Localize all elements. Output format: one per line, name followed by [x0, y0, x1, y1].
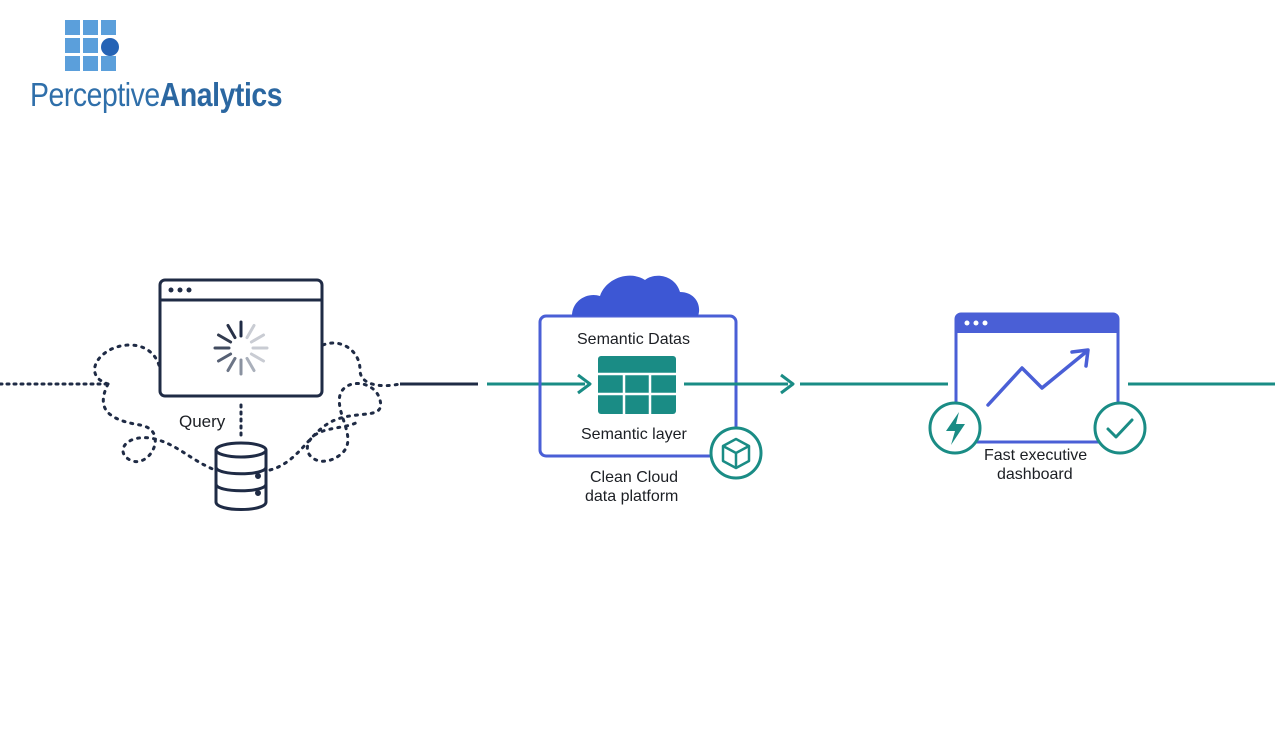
logo-text-light: Perceptive — [30, 76, 160, 113]
trend-up-icon — [986, 348, 1090, 407]
company-logo: PerceptiveAnalytics — [30, 18, 330, 118]
database-icon — [214, 441, 268, 511]
cube-badge-icon — [709, 426, 763, 480]
cloud-icon — [572, 275, 700, 316]
check-badge-icon — [1093, 401, 1147, 455]
arrow-head-1 — [577, 373, 592, 395]
dashboard-window — [954, 312, 1120, 444]
dashboard-label-line1: Fast executive — [984, 447, 1088, 464]
logo-text-bold: Analytics — [159, 76, 283, 113]
cloud-box-title: Semantic Datas — [577, 331, 690, 348]
dashboard-label-line2: dashboard — [997, 466, 1073, 483]
arrow-head-2 — [780, 373, 795, 395]
logo-wordmark: PerceptiveAnalytics — [30, 76, 283, 114]
tangled-data-paths — [93, 341, 402, 472]
logo-grid-icon — [65, 20, 119, 71]
lightning-badge-icon — [928, 401, 982, 455]
table-grid-icon — [598, 356, 676, 414]
loading-spinner-icon — [213, 320, 269, 376]
platform-label-line2: data platform — [585, 488, 679, 505]
query-label: Query — [179, 412, 226, 431]
platform-label-line1: Clean Cloud — [590, 469, 679, 486]
query-browser-window — [158, 278, 324, 398]
semantic-layer-label: Semantic layer — [581, 426, 687, 443]
